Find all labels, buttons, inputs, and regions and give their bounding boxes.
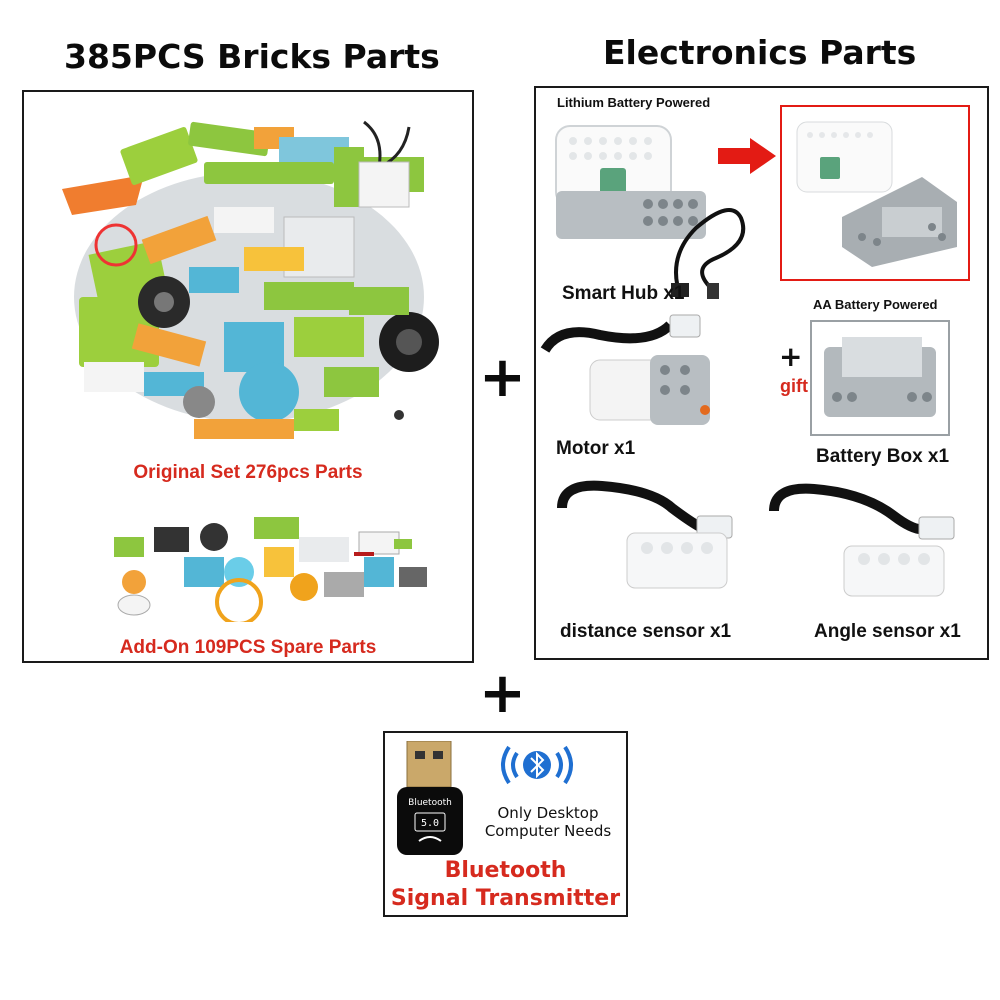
angle-sensor-label: Angle sensor x1 [814, 621, 961, 642]
smart-hub-label: Smart Hub x1 [562, 283, 685, 304]
brick-pile-image [62, 120, 439, 439]
distance-sensor-label: distance sensor x1 [560, 621, 732, 642]
bricks-heading: 385PCS Bricks Parts [64, 37, 440, 76]
lithium-label: Lithium Battery Powered [557, 95, 711, 110]
dongle-text: Bluetooth [408, 798, 452, 808]
spare-parts-image [114, 517, 427, 622]
usb-cable-image [671, 208, 746, 299]
addon-caption: Add-On 109PCS Spare Parts [119, 637, 377, 658]
gift-plus: + [779, 340, 803, 373]
bricks-panel: Original Set 276pcs Parts Add-On 109PCS … [22, 90, 474, 663]
original-set-caption: Original Set 276pcs Parts [133, 462, 363, 483]
plus-sign-bottom: + [479, 661, 526, 726]
plus-sign-middle: + [479, 345, 526, 410]
battery-box-frame [810, 320, 950, 436]
desktop-note-line1: Only Desktop [497, 804, 599, 822]
red-arrow-icon [718, 138, 776, 174]
bluetooth-panel: Bluetooth 5.0 Only Desktop Computer Need… [383, 731, 628, 917]
gift-label: gift [780, 376, 808, 396]
desktop-note-line2: Computer Needs [484, 822, 612, 840]
electronics-panel: Lithium Battery Powered [534, 86, 989, 660]
smart-hub-image [555, 125, 706, 239]
bluetooth-title-line1: Bluetooth [444, 858, 567, 883]
electronics-heading: Electronics Parts [603, 33, 917, 72]
motor-image [540, 314, 710, 425]
dongle-version: 5.0 [421, 818, 439, 829]
bluetooth-title-line2: Signal Transmitter [390, 886, 621, 911]
hub-open-image [796, 121, 957, 267]
angle-sensor-image [769, 483, 955, 597]
battery-box-image [824, 337, 936, 417]
motor-label: Motor x1 [556, 438, 636, 459]
distance-sensor-image [557, 480, 733, 589]
hub-battery-frame [780, 105, 970, 281]
battery-box-label: Battery Box x1 [816, 446, 950, 467]
bluetooth-icon [501, 745, 573, 785]
bluetooth-dongle-image: Bluetooth 5.0 [397, 741, 463, 855]
aa-battery-label: AA Battery Powered [813, 297, 938, 312]
